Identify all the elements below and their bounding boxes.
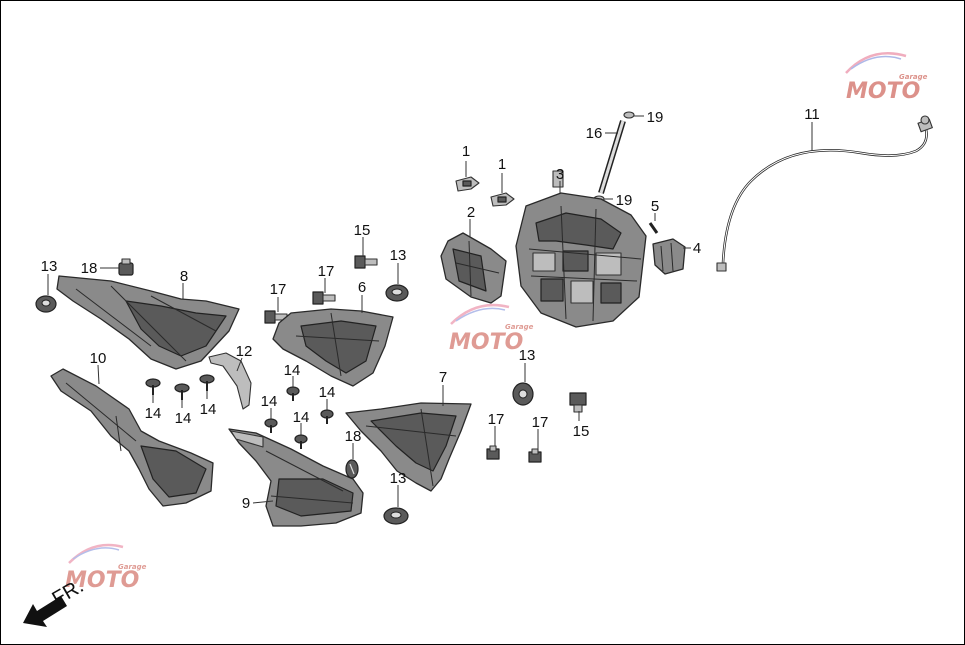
label-part-14: 14 — [200, 401, 217, 418]
label-part-14: 14 — [175, 410, 192, 427]
part-14-fastener — [264, 418, 278, 433]
label-part-13: 13 — [390, 470, 407, 487]
part-14-fastener — [294, 434, 308, 449]
part-11-cable — [716, 115, 933, 272]
watermark-sub: Garage — [899, 73, 928, 81]
label-part-13: 13 — [390, 247, 407, 264]
watermark-logo: MOTO Garage — [449, 303, 534, 355]
part-15-bolt — [354, 255, 378, 269]
label-part-14: 14 — [145, 405, 162, 422]
watermark-text: MOTO — [846, 79, 920, 104]
label-part-17: 17 — [318, 263, 335, 280]
label-part-12: 12 — [236, 343, 253, 360]
label-part-2: 2 — [467, 204, 475, 221]
label-part-13: 13 — [519, 347, 536, 364]
label-part-10: 10 — [90, 350, 107, 367]
part-15-bolt — [569, 392, 587, 413]
label-part-6: 6 — [358, 279, 366, 296]
label-part-16: 16 — [586, 125, 603, 142]
label-part-18: 18 — [345, 428, 362, 445]
part-2-bracket — [440, 232, 507, 304]
watermark-logo: MOTO Garage — [65, 543, 147, 593]
label-part-1: 1 — [462, 143, 470, 160]
label-part-17: 17 — [488, 411, 505, 428]
label-part-7: 7 — [439, 369, 447, 386]
watermark-sub: Garage — [118, 563, 147, 571]
watermark-text: MOTO — [449, 330, 523, 355]
label-part-4: 4 — [693, 240, 701, 257]
label-part-1: 1 — [498, 156, 506, 173]
label-part-17: 17 — [270, 281, 287, 298]
callout-labels: 1 1 2 3 4 5 6 7 8 9 10 11 12 13 13 13 13… — [41, 106, 820, 512]
label-part-18: 18 — [81, 260, 98, 277]
part-4-block — [652, 238, 686, 275]
part-7-panel — [345, 402, 472, 492]
label-part-9: 9 — [242, 495, 250, 512]
part-17-bolt — [528, 448, 542, 463]
part-14-fastener — [199, 374, 215, 391]
part-13-grommet — [383, 507, 409, 525]
label-part-13: 13 — [41, 258, 58, 275]
part-14-fastener — [286, 386, 300, 401]
part-3-frame — [515, 170, 647, 328]
part-14-fastener — [145, 378, 161, 395]
label-part-15: 15 — [573, 423, 590, 440]
part-13-grommet — [35, 295, 57, 313]
part-13-grommet — [512, 382, 534, 406]
label-part-19: 19 — [616, 192, 633, 209]
label-part-17: 17 — [532, 414, 549, 431]
part-18-nut — [345, 459, 359, 479]
label-part-5: 5 — [651, 198, 659, 215]
watermark-logo: MOTO Garage — [845, 52, 928, 104]
part-1-clip — [455, 176, 480, 192]
label-part-11: 11 — [804, 106, 820, 123]
label-part-8: 8 — [180, 268, 188, 285]
part-19-clip — [623, 111, 635, 119]
label-part-14: 14 — [284, 362, 301, 379]
part-18-nut — [118, 258, 134, 276]
label-part-14: 14 — [319, 384, 336, 401]
watermark-text: MOTO — [65, 568, 139, 593]
front-direction-indicator: FR. — [23, 575, 87, 627]
part-5-pin — [648, 222, 659, 234]
label-part-14: 14 — [261, 393, 278, 410]
part-9-lower-cowl — [228, 428, 364, 527]
part-10-lower-panel — [50, 368, 214, 507]
label-part-19: 19 — [647, 109, 664, 126]
label-part-14: 14 — [293, 409, 310, 426]
part-17-bolt — [486, 445, 500, 460]
label-part-15: 15 — [354, 222, 371, 239]
part-8-panel — [56, 275, 240, 370]
part-14-fastener — [174, 383, 190, 400]
part-1-clip — [490, 192, 515, 207]
part-14-fastener — [320, 409, 334, 424]
part-12-bracket — [208, 352, 252, 410]
part-17-bolt — [312, 291, 336, 305]
watermark-sub: Garage — [505, 323, 534, 331]
part-16-rod — [598, 120, 626, 194]
label-part-3: 3 — [556, 166, 564, 183]
part-6-panel — [272, 308, 394, 387]
part-13-grommet — [385, 284, 409, 302]
